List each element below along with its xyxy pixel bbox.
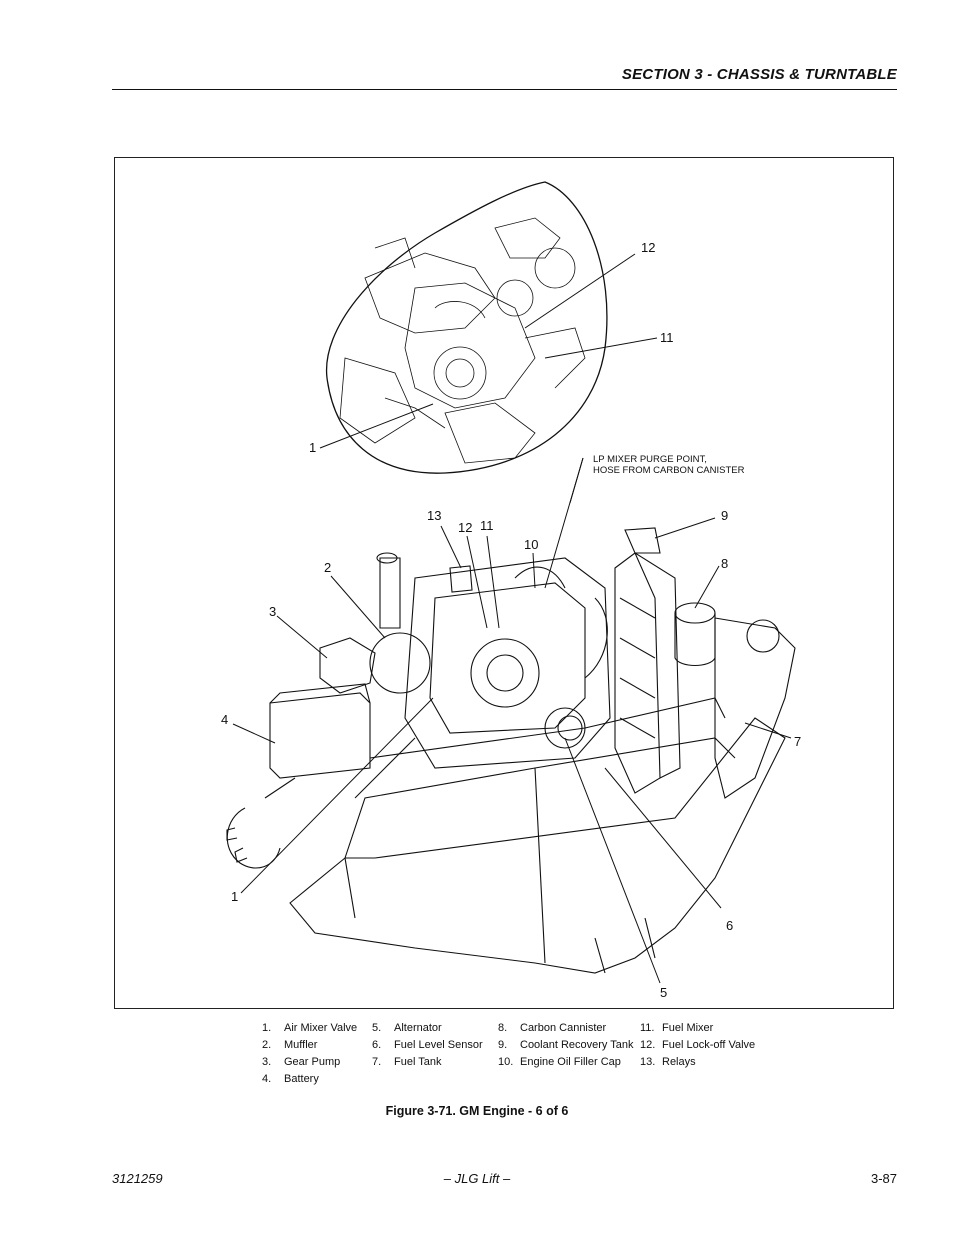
legend-item: 13.Relays bbox=[640, 1056, 696, 1068]
legend-item: 2.Muffler bbox=[262, 1039, 318, 1051]
legend-item: 12.Fuel Lock-off Valve bbox=[640, 1039, 756, 1051]
leader-1-inset bbox=[319, 403, 434, 449]
leader-6 bbox=[604, 767, 722, 909]
callout-2: 2 bbox=[324, 560, 331, 575]
legend-item: 6.Fuel Level Sensor bbox=[372, 1039, 483, 1051]
callout-8: 8 bbox=[721, 556, 728, 571]
inset-engine-details bbox=[339, 217, 586, 464]
leader-4 bbox=[232, 723, 276, 744]
callout-1-inset: 1 bbox=[309, 440, 316, 455]
header-rule bbox=[112, 89, 897, 90]
legend-item: 5.Alternator bbox=[372, 1022, 442, 1034]
leader-1-main bbox=[240, 697, 434, 894]
leader-8 bbox=[694, 565, 720, 609]
leader-3 bbox=[276, 615, 328, 659]
leader-7 bbox=[744, 722, 792, 739]
callout-6: 6 bbox=[726, 918, 733, 933]
leader-13 bbox=[440, 525, 462, 569]
callout-5: 5 bbox=[660, 985, 667, 1000]
footer-doc-number: 3121259 bbox=[112, 1171, 163, 1186]
legend-item: 1.Air Mixer Valve bbox=[262, 1022, 358, 1034]
callout-4: 4 bbox=[221, 712, 228, 727]
legend-column-4: 11.Fuel Mixer 12.Fuel Lock-off Valve 13.… bbox=[640, 1022, 755, 1073]
footer-center: – JLG Lift – bbox=[443, 1171, 511, 1186]
leader-12-inset bbox=[524, 253, 636, 329]
legend-item: 8.Carbon Cannister bbox=[498, 1022, 607, 1034]
detail-inset-outline bbox=[325, 181, 608, 474]
leader-5 bbox=[564, 737, 661, 984]
footer-page-number: 3-87 bbox=[870, 1171, 897, 1186]
callout-1-main: 1 bbox=[231, 889, 238, 904]
callout-11-inset: 11 bbox=[660, 330, 674, 345]
leader-12-main bbox=[466, 535, 488, 629]
callout-7: 7 bbox=[794, 734, 801, 749]
legend-item: 7.Fuel Tank bbox=[372, 1056, 442, 1068]
engine-illustration: 12 11 1 LP MIXER PURGE POINT, HOSE FROM … bbox=[221, 181, 801, 1000]
legend-column-3: 8.Carbon Cannister 9.Coolant Recovery Ta… bbox=[498, 1022, 634, 1073]
legend-item: 9.Coolant Recovery Tank bbox=[498, 1039, 634, 1051]
legend-column-2: 5.Alternator 6.Fuel Level Sensor 7.Fuel … bbox=[372, 1022, 483, 1073]
legend-item: 3.Gear Pump bbox=[262, 1056, 341, 1068]
legend-item: 11.Fuel Mixer bbox=[640, 1022, 714, 1034]
figure-caption: Figure 3-71. GM Engine - 6 of 6 bbox=[385, 1104, 569, 1118]
leader-note-b bbox=[569, 457, 584, 504]
callout-9: 9 bbox=[721, 508, 728, 523]
callout-12-main: 12 bbox=[458, 520, 472, 535]
section-title: SECTION 3 - CHASSIS & TURNTABLE bbox=[621, 66, 897, 83]
leader-10 bbox=[532, 552, 536, 589]
callout-3: 3 bbox=[269, 604, 276, 619]
note-line-1: LP MIXER PURGE POINT, bbox=[593, 454, 707, 465]
callout-12-inset: 12 bbox=[641, 240, 655, 255]
legend-item: 4.Battery bbox=[262, 1073, 319, 1085]
leader-9 bbox=[654, 517, 716, 539]
callout-11-main: 11 bbox=[480, 518, 494, 533]
main-assembly bbox=[226, 527, 796, 974]
leader-11-inset bbox=[544, 337, 658, 359]
figure-frame: 12 11 1 LP MIXER PURGE POINT, HOSE FROM … bbox=[114, 157, 894, 1009]
leader-2 bbox=[330, 575, 386, 639]
legend-item: 10.Engine Oil Filler Cap bbox=[498, 1056, 621, 1068]
note-line-2: HOSE FROM CARBON CANISTER bbox=[593, 465, 745, 476]
legend-column-1: 1.Air Mixer Valve 2.Muffler 3.Gear Pump … bbox=[262, 1022, 357, 1090]
leader-11-main bbox=[486, 535, 500, 629]
callout-10: 10 bbox=[524, 537, 538, 552]
callout-13: 13 bbox=[427, 508, 441, 523]
